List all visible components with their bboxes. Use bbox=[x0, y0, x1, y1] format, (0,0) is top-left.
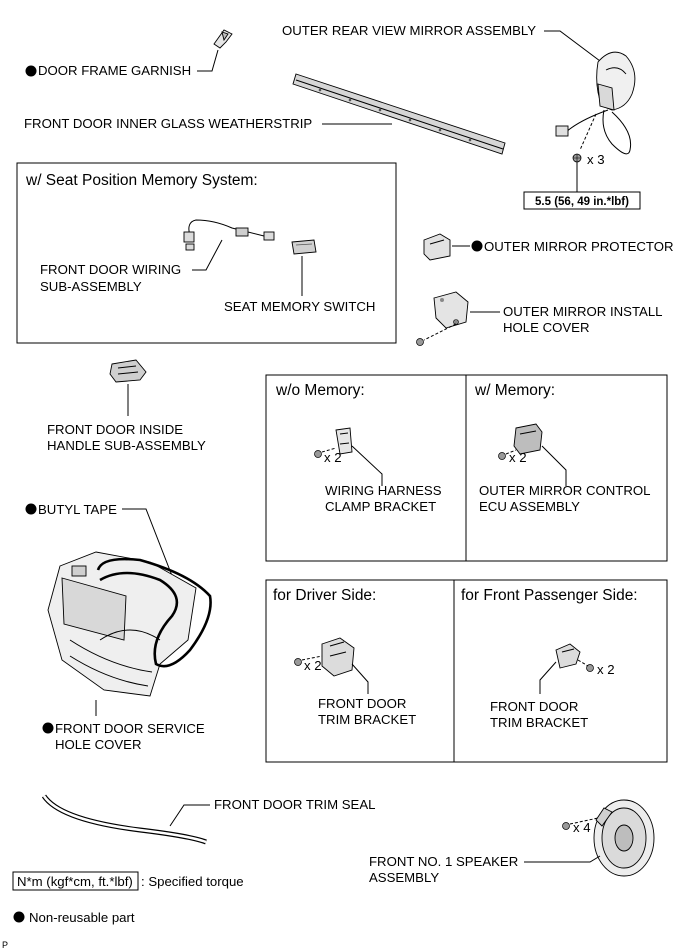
ecu-screw-qty: x 2 bbox=[509, 450, 527, 465]
outer-mirror-label: OUTER REAR VIEW MIRROR ASSEMBLY bbox=[282, 23, 536, 38]
passenger-bracket-label-1: FRONT DOOR bbox=[490, 699, 578, 714]
corner-code: P bbox=[2, 940, 8, 950]
passenger-bracket-label-2: TRIM BRACKET bbox=[490, 715, 588, 730]
ecu-label-2: ECU ASSEMBLY bbox=[479, 499, 580, 514]
passenger-bracket-qty: x 2 bbox=[597, 662, 615, 677]
w-memory-title: w/ Memory: bbox=[474, 382, 555, 399]
front-door-wiring-sub-assembly bbox=[183, 219, 275, 251]
driver-trim-bracket bbox=[294, 637, 355, 677]
clamp-label-2: CLAMP BRACKET bbox=[325, 499, 436, 514]
butyl-tape-label: BUTYL TAPE bbox=[38, 502, 117, 517]
driver-side-title: for Driver Side: bbox=[273, 587, 376, 604]
mirror-screw-icon bbox=[572, 153, 582, 163]
install-cover-label-1: OUTER MIRROR INSTALL bbox=[503, 304, 663, 319]
passenger-side-title: for Front Passenger Side: bbox=[461, 587, 638, 604]
front-speaker-assembly bbox=[562, 799, 655, 877]
outer-rear-view-mirror bbox=[555, 51, 636, 155]
weatherstrip-label: FRONT DOOR INNER GLASS WEATHERSTRIP bbox=[24, 116, 312, 131]
torque-legend-units: N*m (kgf*cm, ft.*lbf) bbox=[17, 874, 133, 889]
install-cover-label-2: HOLE COVER bbox=[503, 320, 589, 335]
mirror-torque-spec: 5.5 (56, 49 in.*lbf) bbox=[535, 196, 629, 208]
ecu-label-1: OUTER MIRROR CONTROL bbox=[479, 483, 650, 498]
speaker-label-1: FRONT NO. 1 SPEAKER bbox=[369, 854, 518, 869]
inner-glass-weatherstrip bbox=[292, 73, 506, 155]
seat-memory-switch-label: SEAT MEMORY SWITCH bbox=[224, 299, 375, 314]
front-door-service-hole-cover bbox=[47, 551, 212, 697]
torque-legend-box bbox=[12, 871, 139, 891]
side-variant-panel bbox=[265, 579, 668, 763]
clamp-label-1: WIRING HARNESS bbox=[325, 483, 442, 498]
nonreusable-dot-icon bbox=[25, 503, 37, 515]
wo-memory-title: w/o Memory: bbox=[275, 382, 365, 399]
front-door-trim-seal bbox=[41, 794, 207, 845]
outer-mirror-control-ecu bbox=[498, 423, 543, 460]
passenger-trim-bracket bbox=[555, 643, 594, 672]
speaker-screw-qty: x 4 bbox=[573, 820, 591, 835]
seat-memory-panel bbox=[16, 162, 397, 344]
service-cover-label-2: HOLE COVER bbox=[55, 737, 141, 752]
seat-memory-switch bbox=[291, 239, 317, 255]
door-frame-garnish-label: DOOR FRAME GARNISH bbox=[38, 63, 191, 78]
door-frame-garnish bbox=[213, 29, 233, 49]
service-cover-label-1: FRONT DOOR SERVICE bbox=[55, 721, 205, 736]
driver-bracket-qty: x 2 bbox=[304, 658, 322, 673]
speaker-label-2: ASSEMBLY bbox=[369, 870, 439, 885]
driver-bracket-label-1: FRONT DOOR bbox=[318, 696, 406, 711]
nonreusable-legend-dot-icon bbox=[13, 911, 25, 923]
nonreusable-dot-icon bbox=[42, 722, 54, 734]
wiring-harness-clamp-bracket bbox=[314, 427, 353, 458]
front-door-inside-handle bbox=[109, 359, 147, 383]
trim-seal-label: FRONT DOOR TRIM SEAL bbox=[214, 797, 375, 812]
seat-memory-panel-title: w/ Seat Position Memory System: bbox=[25, 172, 258, 189]
inside-handle-label-1: FRONT DOOR INSIDE bbox=[47, 422, 183, 437]
outer-mirror-protector bbox=[423, 233, 451, 261]
mirror-screw-qty: x 3 bbox=[587, 152, 605, 167]
nonreusable-legend-text: Non-reusable part bbox=[29, 910, 135, 925]
driver-bracket-label-2: TRIM BRACKET bbox=[318, 712, 416, 727]
inside-handle-label-2: HANDLE SUB-ASSEMBLY bbox=[47, 438, 206, 453]
wiring-label-1: FRONT DOOR WIRING bbox=[40, 262, 181, 277]
clamp-screw-qty: x 2 bbox=[324, 450, 342, 465]
torque-legend-desc: : Specified torque bbox=[141, 874, 244, 889]
wiring-label-2: SUB-ASSEMBLY bbox=[40, 279, 142, 294]
outer-mirror-install-hole-cover bbox=[416, 291, 469, 346]
nonreusable-dot-icon bbox=[471, 240, 483, 252]
nonreusable-dot-icon bbox=[25, 65, 37, 77]
outer-mirror-protector-label: OUTER MIRROR PROTECTOR bbox=[484, 239, 674, 254]
